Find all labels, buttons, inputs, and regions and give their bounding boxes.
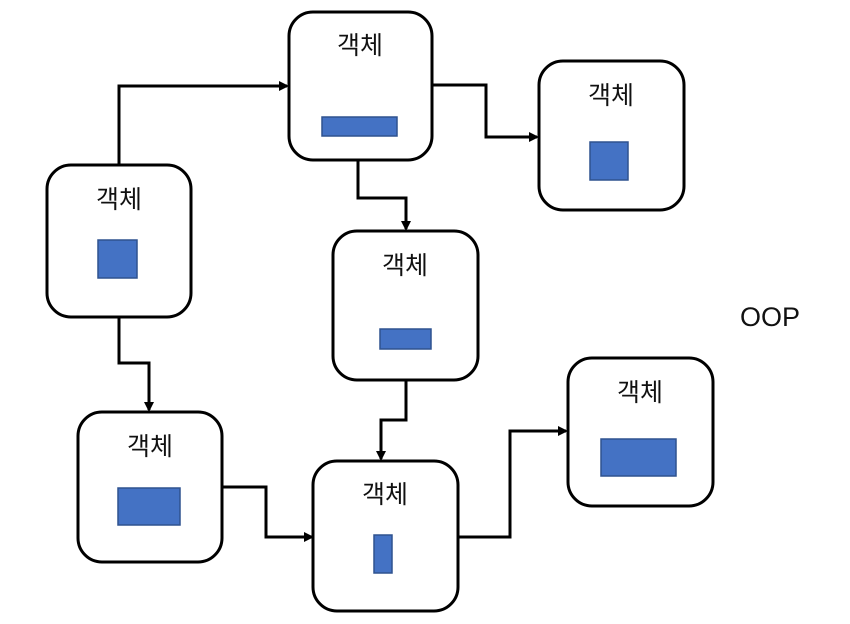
object-node-top-right: 객체 [537,59,686,212]
object-node-left: 객체 [45,163,193,319]
object-inner-block [600,438,677,477]
object-label: 객체 [362,480,408,509]
object-node-bottom-left: 객체 [76,410,224,564]
connector-left-to-bottom-left [117,318,154,412]
object-inner-block [321,116,398,137]
oop-caption: OOP [740,302,800,332]
object-node-middle: 객체 [331,229,480,382]
object-label: 객체 [337,31,383,60]
object-label: 객체 [127,432,173,461]
object-label: 객체 [96,185,142,214]
object-label: 객체 [588,81,634,110]
object-node-bottom-center: 객체 [311,459,460,613]
object-label: 객체 [382,251,428,280]
object-label: 객체 [617,378,663,407]
connector-bottom-left-to-bottom-center [222,485,314,542]
object-node-top: 객체 [287,10,434,162]
object-inner-block [117,487,181,526]
object-inner-block [373,534,393,574]
connector-left-to-top [117,81,289,165]
object-inner-block [589,141,629,181]
connector-top-to-top-right [432,83,539,142]
connector-bottom-center-to-right [458,426,568,539]
connector-top-to-middle [356,161,411,231]
connector-middle-to-bottom-center [376,380,408,461]
object-inner-block [379,328,432,350]
object-inner-block [97,239,138,279]
object-node-right: 객체 [566,356,715,508]
